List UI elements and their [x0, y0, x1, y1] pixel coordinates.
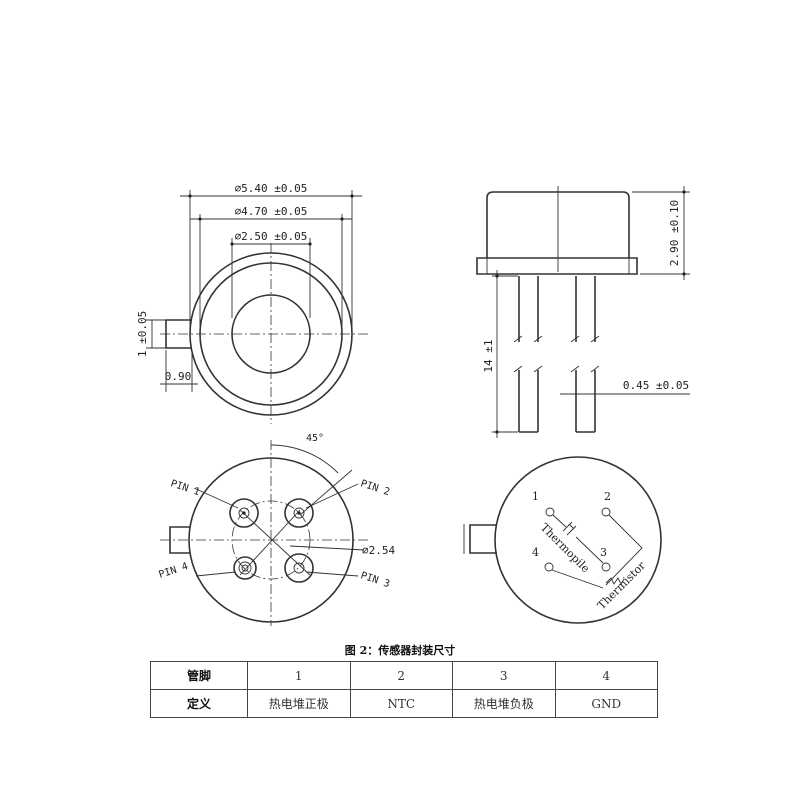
dim-tab-width: 0.90: [165, 370, 192, 383]
table-cell: GND: [554, 689, 658, 718]
schematic-pin-number-4: 4: [532, 546, 539, 559]
pin-4-label: PIN 4: [158, 561, 190, 581]
side-view: 2.90 ±0.10 14 ±1 0.45 ±0.05: [476, 186, 690, 438]
lead-left: [513, 276, 543, 433]
table-cell: 4: [554, 661, 658, 690]
bottom-view: 45° PIN 1 PIN 2 PIN 3 PIN 4 ∅2.54: [158, 433, 395, 626]
table-cell: NTC: [349, 689, 453, 718]
schematic-pin-2: [601, 507, 611, 517]
dim-mid-diameter: ∅4.70 ±0.05: [235, 205, 308, 218]
table-cell: 1: [247, 661, 351, 690]
pin-2-label: PIN 2: [359, 478, 391, 498]
dim-lead-length: 14 ±1: [482, 339, 495, 372]
table-cell: 热电堆正极: [247, 689, 351, 718]
schematic-pin-number-1: 1: [532, 490, 539, 503]
pin-4-pad: [233, 556, 257, 580]
schematic-pin-number-3: 3: [600, 546, 607, 559]
thermistor-symbol: [605, 577, 625, 585]
pin-definition-table: 管脚 1 2 3 4 定义 热电堆正极 NTC 热电堆负极 GND: [150, 661, 658, 718]
thermistor-label: Thermistor: [595, 559, 649, 613]
pin-1-label: PIN 1: [169, 478, 201, 498]
pin-1-pad: [229, 498, 259, 528]
table-cell: 热电堆负极: [452, 689, 556, 718]
figure-caption: 图 2：传感器封装尺寸: [344, 644, 456, 657]
pin-2-pad: [284, 498, 314, 528]
thermistor-wire: [551, 514, 643, 589]
can-flange: [476, 257, 638, 275]
table-header-pin: 管脚: [150, 661, 248, 690]
schematic-view: 1 2 3 4 Thermopile Thermistor: [463, 456, 662, 624]
pin-3-pad: [284, 553, 314, 583]
table-row: 管脚 1 2 3 4: [150, 661, 658, 690]
schematic-tab: [469, 524, 497, 554]
thermopile-wire: [552, 514, 604, 564]
angle-label: 45°: [306, 433, 324, 444]
table-cell: 3: [452, 661, 556, 690]
schematic-pin-4: [544, 562, 554, 572]
pin-3-label: PIN 3: [359, 570, 391, 590]
schematic-pin-3: [601, 562, 611, 572]
dim-outer-diameter: ∅5.40 ±0.05: [235, 182, 308, 195]
table-row: 定义 热电堆正极 NTC 热电堆负极 GND: [150, 689, 658, 718]
schematic-pin-1: [545, 507, 555, 517]
dim-window-diameter: ∅2.50 ±0.05: [235, 230, 308, 243]
top-view: ∅5.40 ±0.05 ∅4.70 ±0.05 ∅2.50 ±0.05 1 ±0…: [136, 182, 370, 424]
table-header-definition: 定义: [150, 689, 248, 718]
thermopile-symbol: [562, 521, 577, 536]
table-cell: 2: [349, 661, 453, 690]
dim-tab-height: 1 ±0.05: [136, 311, 149, 357]
dim-lead-diameter: 0.45 ±0.05: [623, 379, 689, 392]
lead-right: [570, 276, 600, 433]
pcd-label: ∅2.54: [362, 544, 395, 557]
schematic-pin-number-2: 2: [604, 490, 611, 503]
schematic-outline: [494, 456, 662, 624]
dim-can-height: 2.90 ±0.10: [668, 200, 681, 266]
